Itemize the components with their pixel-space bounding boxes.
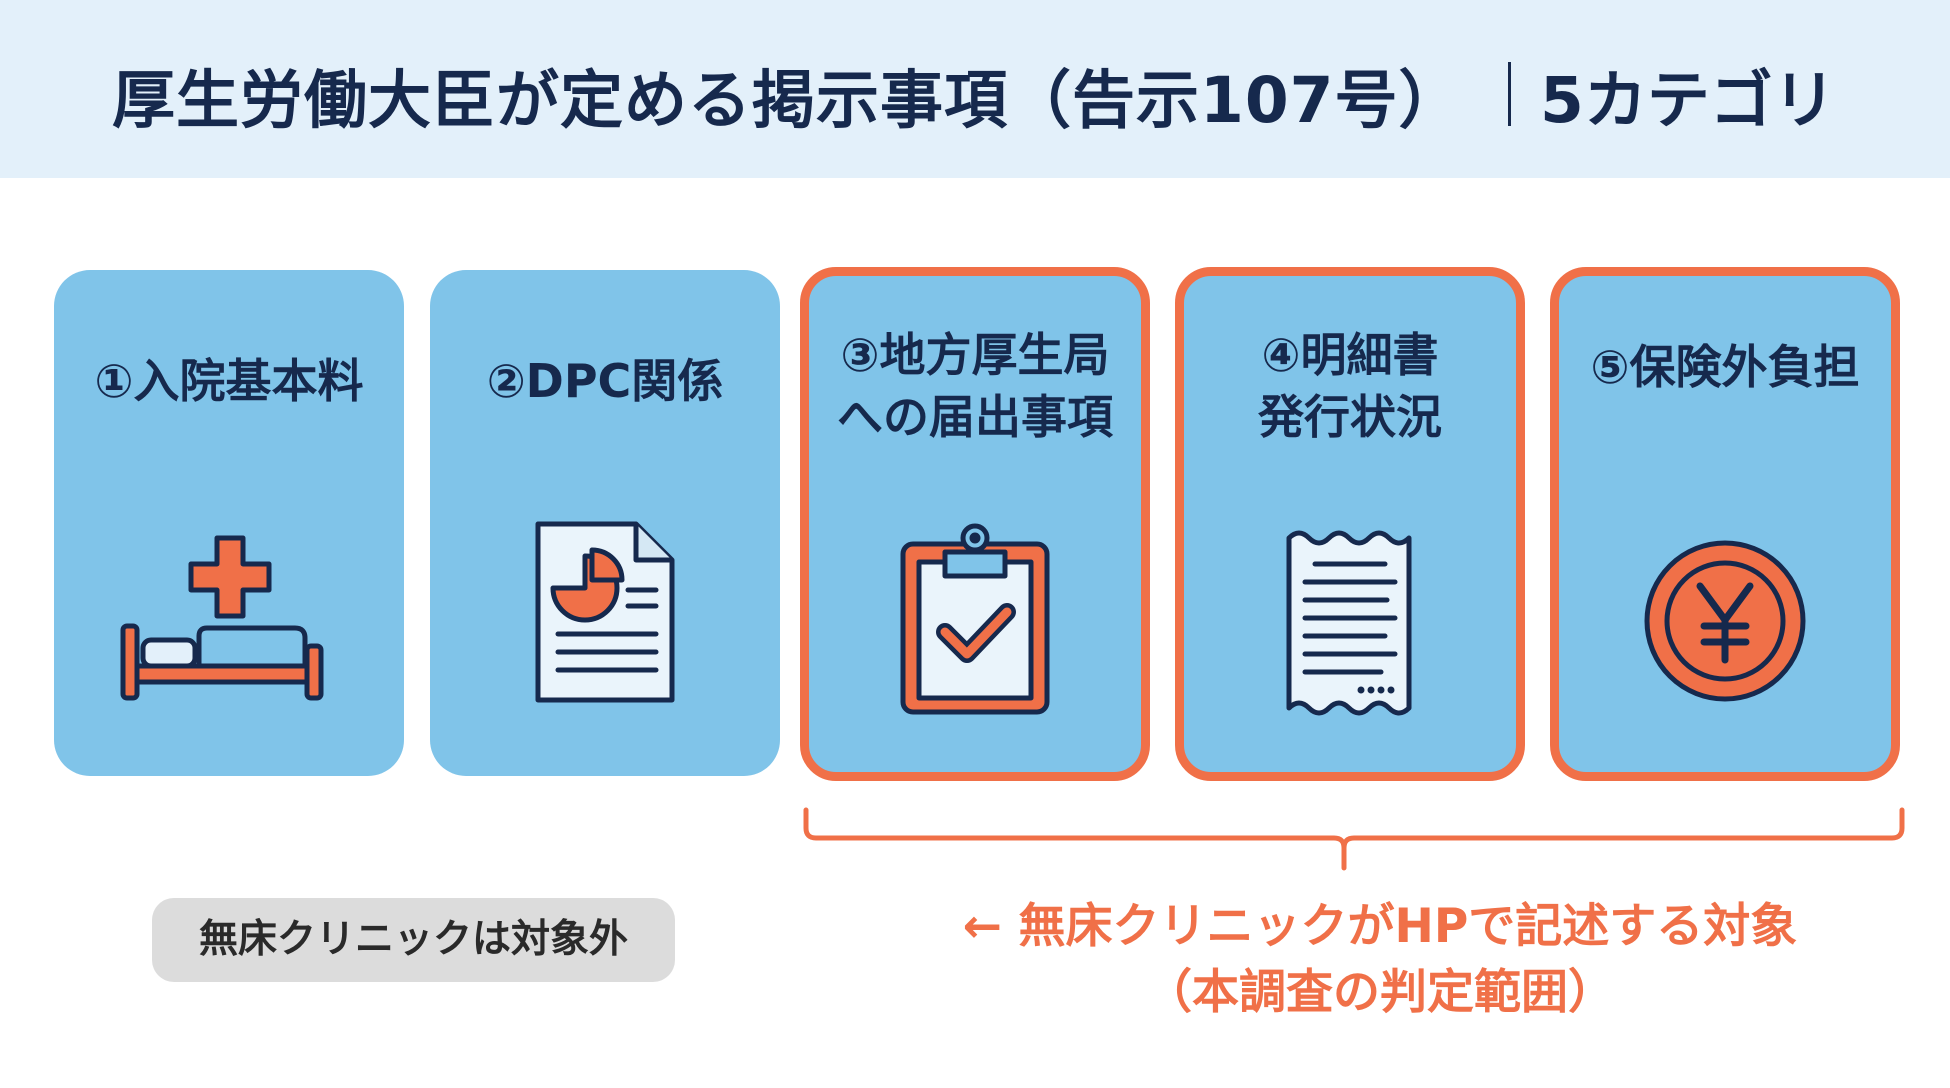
receipt-icon — [1286, 530, 1412, 716]
category-title: ④明細書 発行状況 — [1184, 324, 1516, 448]
target-note: ← 無床クリニックがHPで記述する対象 （本調査の判定範囲） — [870, 894, 1890, 1026]
category-card-3: ③地方厚生局 への届出事項 — [800, 267, 1150, 781]
category-card-4: ④明細書 発行状況 — [1175, 267, 1525, 781]
category-title: ①入院基本料 — [54, 350, 404, 412]
category-title-line: 発行状況 — [1258, 390, 1442, 444]
category-title: ⑤保険外負担 — [1559, 336, 1891, 398]
yen-coin-icon — [1644, 540, 1806, 702]
excluded-note: 無床クリニックは対象外 — [152, 898, 675, 982]
title-divider — [1508, 62, 1511, 126]
page-title: 厚生労働大臣が定める掲示事項（告示107号） — [112, 64, 1463, 137]
category-title-line: ①入院基本料 — [94, 354, 364, 408]
document-pie-chart-icon — [535, 521, 675, 703]
category-title-line: ②DPC関係 — [486, 354, 724, 408]
category-title-line: への届出事項 — [837, 390, 1113, 444]
target-note-line-2: （本調査の判定範囲） — [1145, 965, 1615, 1020]
category-card-5: ⑤保険外負担 — [1550, 267, 1900, 781]
category-title-line: ⑤保険外負担 — [1590, 340, 1860, 394]
hospital-bed-icon — [120, 535, 324, 701]
category-card-2: ②DPC関係 — [430, 270, 780, 776]
category-title-line: ③地方厚生局 — [840, 328, 1110, 382]
category-title-line: ④明細書 — [1261, 328, 1439, 382]
category-title: ③地方厚生局 への届出事項 — [809, 324, 1141, 448]
clipboard-check-icon — [900, 523, 1050, 715]
category-card-1: ①入院基本料 — [54, 270, 404, 776]
highlight-bracket — [803, 807, 1905, 871]
page-subtitle: 5カテゴリ — [1540, 64, 1836, 137]
category-title: ②DPC関係 — [430, 350, 780, 412]
header-band: 厚生労働大臣が定める掲示事項（告示107号） 5カテゴリ — [0, 0, 1950, 178]
target-note-line-1: ← 無床クリニックがHPで記述する対象 — [962, 899, 1798, 954]
